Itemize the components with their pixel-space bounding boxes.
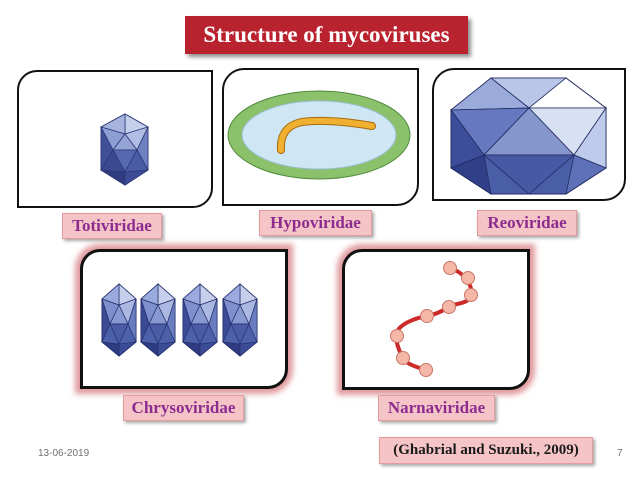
large-icosahedral-virion-icon <box>449 77 608 195</box>
narnaviridae-label: Narnaviridae <box>378 395 495 421</box>
chrysoviridae-label: Chrysoviridae <box>123 395 244 421</box>
vesicle-with-rna-icon <box>227 90 411 180</box>
icosahedral-virion-icon <box>99 113 150 186</box>
totiviridae-label: Totiviridae <box>62 213 162 239</box>
totiviridae-panel <box>17 70 213 208</box>
narnaviridae-panel <box>342 249 530 390</box>
slide-date: 13-06-2019 <box>38 448 90 459</box>
chrysoviridae-panel <box>80 249 288 389</box>
hypoviridae-panel <box>222 68 419 206</box>
reoviridae-label: Reoviridae <box>477 210 577 236</box>
reoviridae-panel <box>432 68 626 201</box>
page-number: 7 <box>617 448 623 459</box>
slide-title: Structure of mycoviruses <box>185 16 468 54</box>
hypoviridae-label: Hypoviridae <box>259 210 372 236</box>
citation: (Ghabrial and Suzuki., 2009) <box>379 437 593 464</box>
four-segmented-virions-icon <box>101 283 258 357</box>
rna-strand-icon <box>390 261 478 377</box>
